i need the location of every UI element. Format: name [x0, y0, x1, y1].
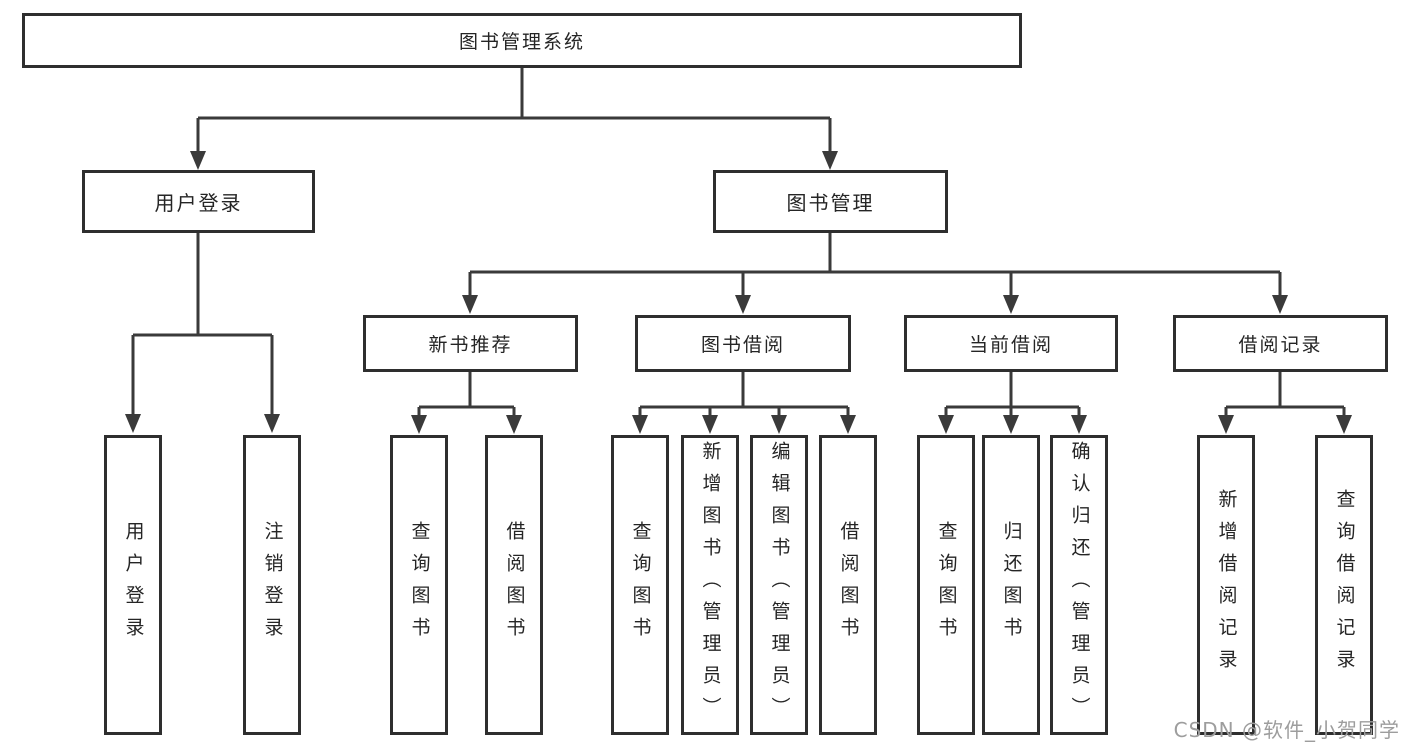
leaf-current-confirm-return-admin: 确认归还（管理员）	[1050, 435, 1108, 735]
node-new-book-recommend: 新书推荐	[363, 315, 578, 372]
arrowhead-book-management	[822, 151, 838, 170]
arrowhead-cb-query	[938, 415, 954, 434]
arrowhead-nb-query	[411, 415, 427, 434]
arrowhead-borrowrecords	[1272, 295, 1288, 314]
leaf-newbook-query: 查询图书	[390, 435, 448, 735]
arrowhead-logout-leaf	[264, 414, 280, 433]
arrowhead-cb-confirm	[1071, 415, 1087, 434]
leaf-user-login: 用户登录	[104, 435, 162, 735]
leaf-records-query: 查询借阅记录	[1315, 435, 1373, 735]
leaf-borrow-add-books-admin: 新增图书（管理员）	[681, 435, 739, 735]
arrowhead-rec-query	[1336, 415, 1352, 434]
arrowhead-user-login	[190, 151, 206, 170]
node-root-system: 图书管理系统	[22, 13, 1022, 68]
node-root-label: 图书管理系统	[458, 31, 585, 53]
arrowhead-nb-borrow	[506, 415, 522, 434]
node-user-login: 用户登录	[82, 170, 315, 233]
leaf-records-query-label: 查询借阅记录	[1333, 489, 1356, 681]
arrowhead-login-leaf	[125, 414, 141, 433]
arrowhead-bb-query	[632, 415, 648, 434]
node-borrowing-records: 借阅记录	[1173, 315, 1388, 372]
leaf-current-query-books: 查询图书	[917, 435, 975, 735]
leaf-logout-login: 注销登录	[243, 435, 301, 735]
leaf-records-add: 新增借阅记录	[1197, 435, 1255, 735]
node-book-management-label: 图书管理	[786, 191, 875, 215]
leaf-borrow-edit-books-admin-label: 编辑图书（管理员）	[768, 441, 791, 729]
leaf-newbook-borrow-label: 借阅图书	[503, 521, 526, 649]
leaf-newbook-query-label: 查询图书	[408, 521, 431, 649]
arrowhead-bb-add	[702, 415, 718, 434]
leaf-borrow-borrow-books-label: 借阅图书	[837, 521, 860, 649]
leaf-logout-login-label: 注销登录	[261, 521, 284, 649]
node-current-borrowing-label: 当前借阅	[968, 334, 1053, 356]
leaf-current-confirm-return-admin-label: 确认归还（管理员）	[1068, 441, 1091, 729]
node-book-management: 图书管理	[713, 170, 948, 233]
node-new-book-recommend-label: 新书推荐	[428, 334, 513, 356]
arrowhead-currentborrow	[1003, 295, 1019, 314]
leaf-borrow-edit-books-admin: 编辑图书（管理员）	[750, 435, 808, 735]
leaf-user-login-label: 用户登录	[122, 521, 145, 649]
leaf-borrow-query-books: 查询图书	[611, 435, 669, 735]
leaf-borrow-query-books-label: 查询图书	[629, 521, 652, 649]
leaf-newbook-borrow: 借阅图书	[485, 435, 543, 735]
arrowhead-bb-borrow	[840, 415, 856, 434]
leaf-current-return-books: 归还图书	[982, 435, 1040, 735]
leaf-records-add-label: 新增借阅记录	[1215, 489, 1238, 681]
node-borrowing-records-label: 借阅记录	[1238, 334, 1323, 356]
leaf-current-return-books-label: 归还图书	[1000, 521, 1023, 649]
arrowhead-bookborrow	[735, 295, 751, 314]
leaf-borrow-add-books-admin-label: 新增图书（管理员）	[699, 441, 722, 729]
arrowhead-cb-return	[1003, 415, 1019, 434]
arrowhead-newbook	[462, 295, 478, 314]
leaf-current-query-books-label: 查询图书	[935, 521, 958, 649]
node-book-borrowing-label: 图书借阅	[700, 334, 785, 356]
node-book-borrowing: 图书借阅	[635, 315, 851, 372]
node-current-borrowing: 当前借阅	[904, 315, 1118, 372]
csdn-watermark: CSDN @软件_小贺同学	[1173, 718, 1400, 742]
arrowhead-rec-add	[1218, 415, 1234, 434]
arrowhead-bb-edit	[771, 415, 787, 434]
node-user-login-label: 用户登录	[154, 191, 243, 215]
leaf-borrow-borrow-books: 借阅图书	[819, 435, 877, 735]
